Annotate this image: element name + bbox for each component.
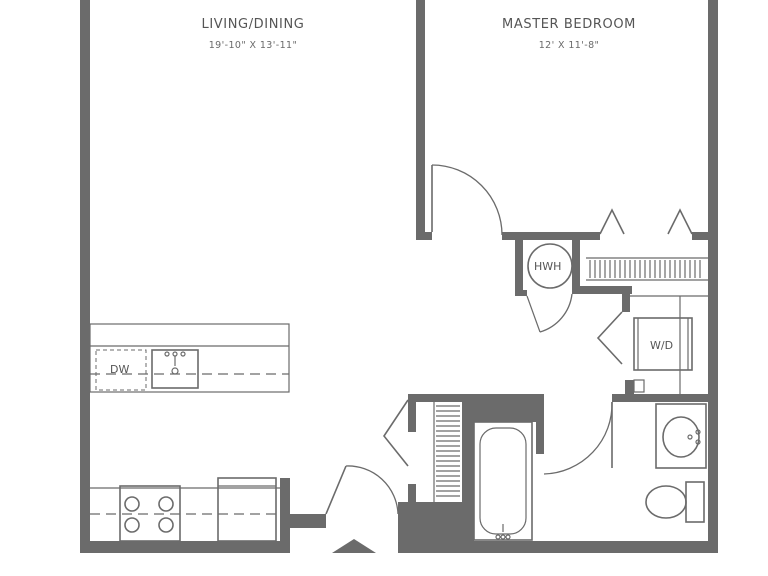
bathroom-vanity bbox=[655, 403, 707, 469]
washer-dryer: W/D bbox=[630, 295, 708, 394]
toilet bbox=[645, 481, 705, 523]
hwh-closet bbox=[515, 232, 632, 296]
laundry-bath-walls bbox=[398, 286, 708, 553]
entry-walls bbox=[280, 478, 326, 553]
water-heater: HWH bbox=[527, 243, 573, 289]
bedroom-wall bbox=[416, 0, 718, 240]
water-heater-label: HWH bbox=[534, 260, 561, 273]
living-dining-dimensions: 19'-10" X 13'-11" bbox=[209, 40, 298, 51]
living-dining-name: LIVING/DINING bbox=[202, 17, 305, 32]
washer-dryer-label: W/D bbox=[650, 339, 673, 352]
linen-closet bbox=[433, 402, 460, 502]
master-bedroom-name: MASTER BEDROOM bbox=[502, 17, 636, 32]
bathtub bbox=[473, 421, 533, 541]
kitchen-counter bbox=[90, 477, 280, 542]
exterior-walls bbox=[80, 0, 718, 553]
bedroom-closet bbox=[586, 257, 708, 281]
dishwasher-label: DW bbox=[110, 363, 129, 376]
door-swings bbox=[325, 164, 693, 515]
entry-arrow bbox=[332, 539, 376, 553]
master-bedroom-dimensions: 12' X 11'-8" bbox=[539, 40, 600, 51]
kitchen-island: DW bbox=[89, 323, 290, 393]
